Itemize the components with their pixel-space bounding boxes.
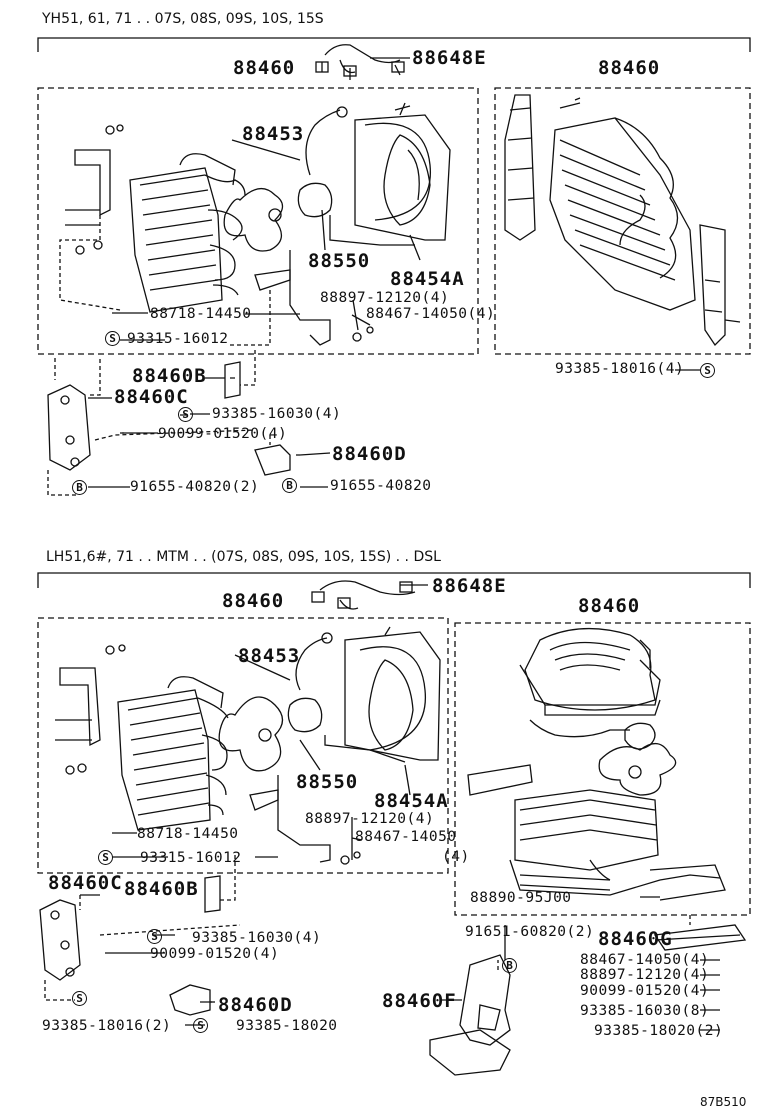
wire-harness-1: [315, 44, 405, 80]
part-88454A-1: 88454A: [390, 268, 465, 290]
part-93385-18016-1: 93385-18016(4): [555, 361, 685, 377]
part-88467-14050-1: 88467-14050(4): [366, 306, 496, 322]
part-88460-left-2: 88460: [222, 590, 285, 612]
fan-assembly-2: [218, 626, 441, 865]
part-88460B-2: 88460B: [124, 878, 199, 900]
condenser-right-1: [504, 94, 741, 347]
part-88550-1: 88550: [308, 250, 371, 272]
part-88460-left-1: 88460: [233, 57, 296, 79]
part-88460C-2: 88460C: [48, 872, 123, 894]
part-88460-right-1: 88460: [598, 57, 661, 79]
part-88648E-2: 88648E: [432, 575, 507, 597]
part-88460-right-2: 88460: [578, 595, 641, 617]
section2-frame: [37, 572, 751, 916]
part-91651-60820: 91651-60820(2): [465, 924, 595, 940]
b-mark-icon: B: [72, 480, 87, 495]
part-88460D-2: 88460D: [218, 994, 293, 1016]
part-88460F: 88460F: [382, 990, 457, 1012]
condenser-left-1: [59, 124, 246, 313]
wire-harness-2: [311, 580, 416, 610]
b-mark-icon: B: [502, 958, 517, 973]
part-93315-16012-2: 93315-16012: [140, 850, 242, 866]
s-mark-icon: S: [193, 1018, 208, 1033]
part-88460B-1: 88460B: [132, 365, 207, 387]
part-88648E-1: 88648E: [412, 47, 487, 69]
part-88550-2: 88550: [296, 771, 359, 793]
right-assembly-2: [467, 627, 726, 901]
part-93385-18016-2: 93385-18016(2): [42, 1018, 172, 1034]
part-93385-16030-r: 93385-16030(8): [580, 1003, 710, 1019]
part-93315-16012-1: 93315-16012: [127, 331, 229, 347]
condenser-left-2: [55, 644, 229, 831]
part-90099-01520-2: 90099-01520(4): [150, 946, 280, 962]
part-88460C-1: 88460C: [114, 386, 189, 408]
part-88718-14450-2: 88718-14450: [137, 826, 239, 842]
part-93385-16030-1: 93385-16030(4): [212, 406, 342, 422]
part-88897-12120-2: 88897-12120(4): [305, 811, 435, 827]
part-88890-95J00: 88890-95J00: [470, 890, 572, 906]
part-93385-18020-2: 93385-18020: [236, 1018, 338, 1034]
diagram-code: 87B510: [700, 1095, 747, 1109]
part-93385-18020-r: 93385-18020(2): [594, 1023, 724, 1039]
part-90099-01520-1: 90099-01520(4): [158, 426, 288, 442]
s-mark-icon: S: [105, 331, 120, 346]
s-mark-icon: S: [178, 407, 193, 422]
s-mark-icon: S: [72, 991, 87, 1006]
part-91655-40820-1: 91655-40820: [330, 478, 432, 494]
part-88454A-2: 88454A: [374, 790, 449, 812]
part-88897-12120-r: 88897-12120(4): [580, 967, 710, 983]
part-90099-01520-r: 90099-01520(4): [580, 983, 710, 999]
brackets-2: [39, 855, 747, 1076]
part-93385-16030-2: 93385-16030(4): [192, 930, 322, 946]
part-88718-14450-1: 88718-14450: [150, 306, 252, 322]
brackets-1: [47, 350, 300, 496]
part-88453-1: 88453: [242, 123, 305, 145]
part-88897-12120-1: 88897-12120(4): [320, 290, 450, 306]
part-88453-2: 88453: [238, 645, 301, 667]
section2-header: LH51,6#, 71 . . MTM . . (07S, 08S, 09S, …: [46, 549, 441, 565]
part-88460D-1: 88460D: [332, 443, 407, 465]
part-88467-14050-2: 88467-14050: [355, 829, 457, 845]
leaders-1: [88, 57, 700, 488]
b-mark-icon: B: [282, 478, 297, 493]
part-88467-14050-qty-2: (4): [442, 849, 470, 865]
s-mark-icon: S: [147, 929, 162, 944]
fan-assembly-1: [223, 102, 451, 346]
part-91655-40820-2-1: 91655-40820(2): [130, 479, 260, 495]
part-88460G: 88460G: [598, 928, 673, 950]
s-mark-icon: S: [700, 363, 715, 378]
s-mark-icon: S: [98, 850, 113, 865]
section1-frame: [37, 37, 751, 355]
part-88467-14050-r: 88467-14050(4): [580, 952, 710, 968]
section1-header: YH51, 61, 71 . . 07S, 08S, 09S, 10S, 15S: [42, 11, 324, 27]
